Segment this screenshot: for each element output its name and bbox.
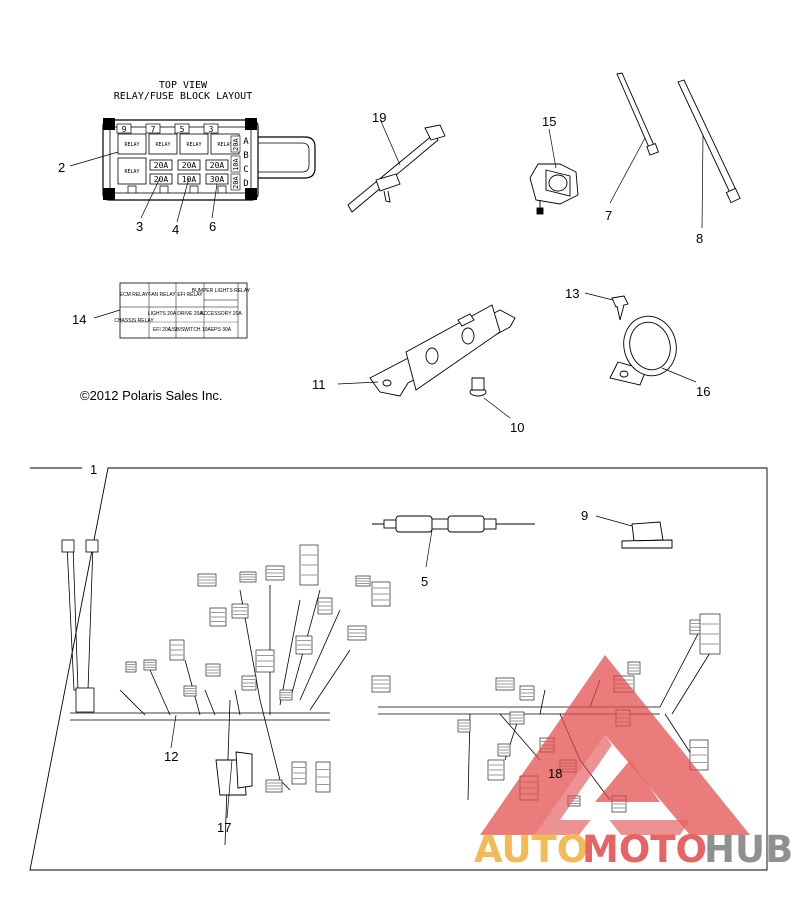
label-lights: LIGHTS 20A bbox=[148, 311, 177, 317]
callout-9: 9 bbox=[581, 508, 588, 523]
label-usb-switch: USB/SWITCH 10A bbox=[169, 327, 211, 333]
callout-8: 8 bbox=[696, 231, 703, 246]
callout-6: 6 bbox=[209, 219, 216, 234]
harness-kit-box bbox=[29, 467, 768, 871]
automotohub-watermark: AUTO MOTO HUB bbox=[474, 655, 793, 871]
callout-14: 14 bbox=[72, 312, 86, 327]
main-harness-left bbox=[61, 539, 351, 846]
part-13-screw bbox=[584, 292, 629, 321]
callout-18: 18 bbox=[548, 766, 562, 781]
callout-7: 7 bbox=[605, 208, 612, 223]
callout-labels: 1 2 3 4 5 6 7 8 9 10 11 12 13 14 15 16 1… bbox=[58, 110, 710, 835]
side-fuse-rating: 10A bbox=[232, 158, 240, 171]
part-5-fuse-holder bbox=[372, 515, 535, 568]
part-11-bracket bbox=[337, 304, 516, 397]
relay-fuse-block: TOP VIEW RELAY/FUSE BLOCK LAYOUT 9 7 5 3… bbox=[69, 80, 316, 223]
callout-3: 3 bbox=[136, 219, 143, 234]
callout-5: 5 bbox=[421, 574, 428, 589]
label-efi-relay: EFI RELAY bbox=[177, 292, 203, 298]
slot-number-7: 7 bbox=[151, 125, 156, 134]
relay-label: RELAY bbox=[155, 142, 170, 148]
callout-1: 1 bbox=[90, 462, 97, 477]
fuse-rating: 20A bbox=[182, 161, 197, 170]
part-16-clamp bbox=[609, 315, 697, 386]
part-7-cable-tie bbox=[609, 72, 659, 204]
watermark-moto: MOTO bbox=[582, 828, 707, 871]
fuse-rating: 30A bbox=[210, 175, 225, 184]
fuse-block-title-line2: RELAY/FUSE BLOCK LAYOUT bbox=[114, 91, 252, 102]
label-efi: EFI 20A bbox=[153, 327, 172, 333]
relay-label: RELAY bbox=[217, 142, 232, 148]
part-19-cable-tie-clip bbox=[347, 118, 446, 213]
callout-15: 15 bbox=[542, 114, 556, 129]
part-9-grommet bbox=[595, 515, 673, 549]
side-letter-c: C bbox=[243, 165, 248, 175]
label-ecm-relay: ECM RELAY bbox=[120, 292, 149, 298]
slot-number-3: 3 bbox=[209, 125, 214, 134]
part-15-harness-clip bbox=[529, 128, 579, 215]
relay-label: RELAY bbox=[124, 169, 139, 175]
callout-2: 2 bbox=[58, 160, 65, 175]
side-letter-a: A bbox=[243, 137, 249, 147]
callout-4: 4 bbox=[172, 222, 179, 237]
callout-17: 17 bbox=[217, 820, 231, 835]
fuse-rating: 20A bbox=[210, 161, 225, 170]
label-eps: EPS 30A bbox=[211, 327, 232, 333]
watermark-auto: AUTO bbox=[474, 828, 588, 871]
callout-12: 12 bbox=[164, 749, 178, 764]
copyright-text: ©2012 Polaris Sales Inc. bbox=[80, 388, 223, 403]
callout-13: 13 bbox=[565, 286, 579, 301]
slot-number-9: 9 bbox=[122, 125, 127, 134]
side-fuse-rating: 20A bbox=[232, 176, 240, 189]
part-17-connector-cover bbox=[215, 751, 253, 796]
label-bumper-lights-relay: BUMPER LIGHTS RELAY bbox=[192, 288, 251, 294]
harness-connector-cluster bbox=[125, 544, 391, 793]
part-8-cable-tie bbox=[677, 79, 741, 229]
relay-label: RELAY bbox=[186, 142, 201, 148]
fuse-rating: 20A bbox=[154, 175, 169, 184]
relay-label: RELAY bbox=[124, 142, 139, 148]
watermark-hub: HUB bbox=[704, 828, 793, 871]
callout-11: 11 bbox=[312, 377, 326, 392]
side-letter-b: B bbox=[243, 151, 248, 161]
label-chassis-relay: CHASSIS RELAY bbox=[114, 318, 154, 324]
callout-19: 19 bbox=[372, 110, 386, 125]
side-fuse-rating: 20A bbox=[232, 138, 240, 151]
part-10-push-rivet bbox=[469, 377, 511, 419]
fuse-rating: 10A bbox=[182, 175, 197, 184]
fuse-label-sticker: ECM RELAY FAN RELAY EFI RELAY BUMPER LIG… bbox=[93, 282, 251, 339]
side-letter-d: D bbox=[243, 179, 248, 189]
label-drive: DRIVE 20A bbox=[177, 311, 203, 317]
label-fan-relay: FAN RELAY bbox=[148, 292, 176, 298]
slot-number-5: 5 bbox=[180, 125, 185, 134]
callout-16: 16 bbox=[696, 384, 710, 399]
label-accessory: ACCESSORY 20A bbox=[200, 311, 242, 317]
fuse-block-title-line1: TOP VIEW bbox=[159, 80, 208, 91]
fuse-rating: 20A bbox=[154, 161, 169, 170]
callout-10: 10 bbox=[510, 420, 524, 435]
